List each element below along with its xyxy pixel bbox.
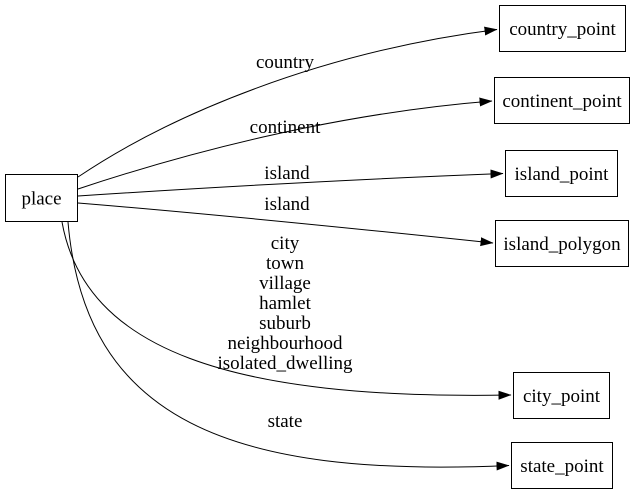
edge-place-island_polygon	[77, 202, 494, 247]
node-city_point: city_point	[513, 372, 610, 419]
edge-label-group: country continent island island city tow…	[217, 52, 353, 432]
edge-label-state: state	[268, 411, 303, 432]
edge-place-island_point	[77, 169, 504, 197]
edge-label-island-polygon: island	[264, 194, 310, 215]
edge-label-neighbourhood: neighbourhood	[227, 333, 343, 354]
edge-place-city_point	[61, 221, 512, 400]
node-island_polygon-label: island_polygon	[503, 234, 621, 255]
edge-label-country: country	[256, 52, 315, 73]
edge-group	[61, 26, 512, 471]
node-country_point-label: country_point	[509, 19, 616, 40]
node-island_polygon: island_polygon	[495, 220, 629, 267]
node-country_point: country_point	[499, 5, 626, 52]
node-island_point-box	[505, 150, 618, 197]
edge-label-village: village	[259, 273, 311, 294]
node-city_point-box	[513, 372, 610, 419]
edge-place-country_point	[77, 26, 498, 178]
node-place-box	[5, 174, 78, 222]
node-place-label: place	[21, 189, 61, 210]
edge-label-town: town	[266, 253, 305, 274]
node-place: place	[5, 174, 78, 222]
edge-label-suburb: suburb	[259, 313, 311, 334]
node-island_point: island_point	[505, 150, 618, 197]
node-state_point-box	[511, 442, 613, 489]
node-country_point-box	[499, 5, 626, 52]
node-city_point-label: city_point	[523, 386, 601, 407]
edge-label-island-point: island	[264, 163, 310, 184]
edge-label-city: city	[271, 233, 300, 254]
edge-place-state_point	[67, 221, 510, 471]
node-continent_point-box	[494, 77, 630, 124]
node-island_point-label: island_point	[515, 164, 610, 185]
edge-label-isolated-dwelling: isolated_dwelling	[217, 353, 353, 374]
node-state_point: state_point	[511, 442, 613, 489]
node-island_polygon-box	[495, 220, 629, 267]
node-state_point-label: state_point	[520, 456, 604, 477]
node-continent_point: continent_point	[494, 77, 630, 124]
node-continent_point-label: continent_point	[502, 91, 622, 112]
edge-place-continent_point	[77, 97, 493, 190]
edge-label-continent: continent	[250, 117, 321, 138]
edge-label-hamlet: hamlet	[259, 293, 311, 314]
